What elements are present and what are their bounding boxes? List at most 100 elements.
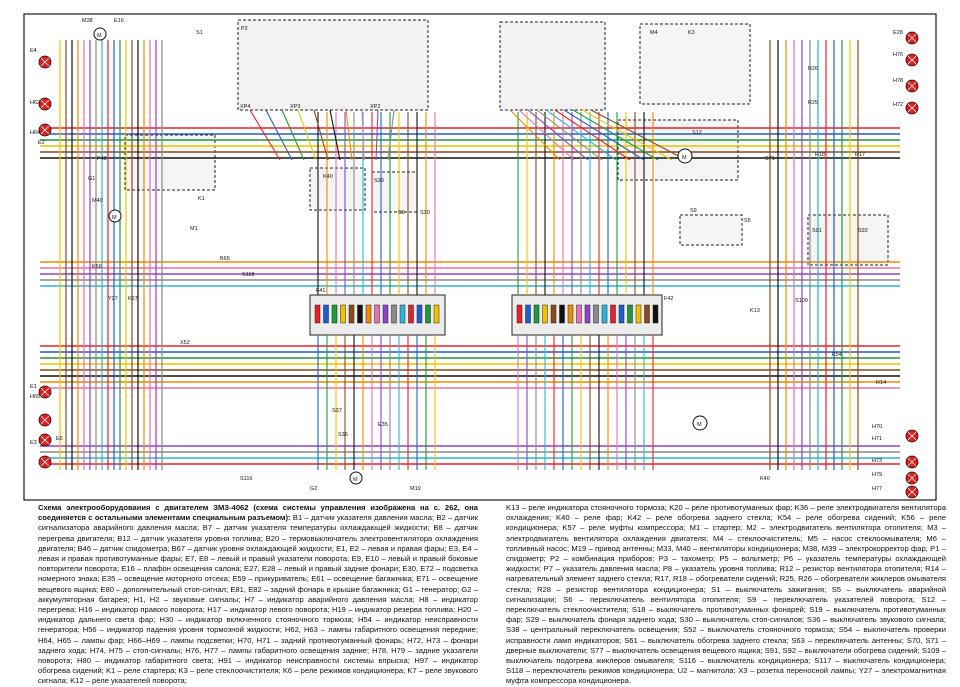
wire-link bbox=[581, 109, 673, 161]
fuse bbox=[533, 304, 540, 324]
svg-text:M: M bbox=[682, 155, 687, 161]
label-m1: M1 bbox=[190, 226, 198, 232]
fuse bbox=[399, 304, 406, 324]
label-k54: K54 bbox=[832, 352, 842, 358]
lamp-cross bbox=[907, 473, 917, 483]
label-h62: H62 bbox=[30, 100, 40, 106]
label-f41: F41 bbox=[316, 288, 325, 294]
fuse bbox=[618, 304, 625, 324]
fuse bbox=[550, 304, 557, 324]
label-s109: S109 bbox=[795, 298, 808, 304]
label-h79: H79 bbox=[872, 472, 882, 478]
lamp-cross bbox=[907, 33, 917, 43]
fuse bbox=[567, 304, 574, 324]
fuse bbox=[576, 304, 582, 324]
wire-link bbox=[297, 109, 317, 161]
wire-link bbox=[281, 109, 305, 161]
label-e16: E16 bbox=[114, 18, 124, 24]
label-e28: E28 bbox=[893, 30, 903, 36]
wire-link bbox=[572, 109, 659, 161]
wire-link bbox=[509, 109, 561, 161]
fuse bbox=[323, 304, 329, 324]
legend-body-right: K13 – реле индикатора стояночного тормоз… bbox=[506, 503, 946, 686]
wire-link bbox=[375, 109, 379, 161]
label-r18: R18 bbox=[815, 152, 825, 158]
fuse bbox=[374, 304, 380, 324]
wiper-relay-block bbox=[639, 23, 751, 105]
lamp-cross bbox=[907, 55, 917, 65]
fuse bbox=[416, 304, 423, 324]
label-r17: R17 bbox=[855, 152, 865, 158]
svg-text:M: M bbox=[97, 33, 102, 39]
label-s12: S12 bbox=[692, 130, 702, 136]
headlight-relay-block bbox=[309, 167, 366, 211]
label-x52: X52 bbox=[180, 340, 190, 346]
lamp-cross bbox=[40, 415, 50, 425]
fuse bbox=[601, 304, 608, 324]
fuse bbox=[433, 304, 440, 324]
label-f42: F42 bbox=[664, 296, 673, 302]
label-xp3: XP3 bbox=[290, 104, 300, 110]
label-g2: G2 bbox=[310, 486, 317, 492]
label-xp4: XP4 bbox=[240, 104, 250, 110]
label-e35: E35 bbox=[378, 422, 388, 428]
wire-link bbox=[536, 109, 603, 161]
label-h71: H71 bbox=[872, 436, 882, 442]
wire-link bbox=[345, 109, 353, 161]
fuse bbox=[365, 304, 372, 324]
svg-text:M: M bbox=[353, 477, 358, 483]
label-r14: R14 bbox=[876, 380, 886, 386]
legend-body-left: B1 – датчик указателя давления масла; B2… bbox=[38, 513, 478, 686]
wire-link bbox=[249, 109, 281, 161]
lamp-cross bbox=[40, 99, 50, 109]
label-e4: E4 bbox=[30, 48, 37, 54]
fuse bbox=[542, 304, 548, 324]
right-cluster-block bbox=[499, 21, 606, 111]
wire-bundle bbox=[40, 40, 900, 470]
label-s9: S9 bbox=[690, 208, 697, 214]
fuse bbox=[627, 304, 633, 324]
label-k56: K56 bbox=[92, 264, 102, 270]
svg-text:M: M bbox=[112, 215, 117, 221]
label-s5: S5 bbox=[744, 218, 751, 224]
lamp-cross bbox=[40, 435, 50, 445]
wire-link bbox=[387, 109, 395, 161]
label-h77: H77 bbox=[872, 486, 882, 492]
lamp-cross bbox=[40, 387, 50, 397]
wire-link bbox=[265, 109, 293, 161]
label-s37: S37 bbox=[332, 408, 342, 414]
wire-link bbox=[518, 109, 575, 161]
legend-title: Схема электрооборудования с двигателем З… bbox=[38, 503, 478, 523]
fuse bbox=[357, 304, 363, 324]
seat-heater-switch-block bbox=[807, 214, 889, 266]
wire-link bbox=[361, 109, 365, 161]
label-g1: G1 bbox=[88, 176, 95, 182]
lamp-cross bbox=[907, 487, 917, 497]
label-h72: H72 bbox=[893, 102, 903, 108]
fuse bbox=[635, 304, 642, 324]
label-p2: P2 bbox=[241, 26, 248, 32]
lamp-symbols bbox=[38, 31, 919, 499]
label-e2: E2 bbox=[38, 140, 45, 146]
legend-caption-right: K13 – реле индикатора стояночного тормоз… bbox=[506, 503, 946, 685]
wire-link bbox=[545, 109, 617, 161]
relay-box-left bbox=[124, 134, 216, 191]
fuse bbox=[559, 304, 565, 324]
label-s92: S92 bbox=[858, 228, 868, 234]
label-h70: H70 bbox=[872, 424, 882, 430]
label-s1: S1 bbox=[196, 30, 203, 36]
fuse bbox=[348, 304, 355, 324]
label-k13: K13 bbox=[750, 308, 760, 314]
wire-link bbox=[329, 109, 341, 161]
fuse-block-f41 bbox=[309, 294, 446, 336]
wiper-switch-block bbox=[617, 119, 739, 181]
label-s6: S6 bbox=[398, 210, 405, 216]
label-r25: R25 bbox=[808, 100, 818, 106]
lamp-cross bbox=[907, 81, 917, 91]
lamp-cross bbox=[40, 457, 50, 467]
fuse bbox=[391, 304, 397, 324]
label-k3: K3 bbox=[688, 30, 695, 36]
label-s30: S30 bbox=[420, 210, 430, 216]
label-k57: K57 bbox=[128, 296, 138, 302]
